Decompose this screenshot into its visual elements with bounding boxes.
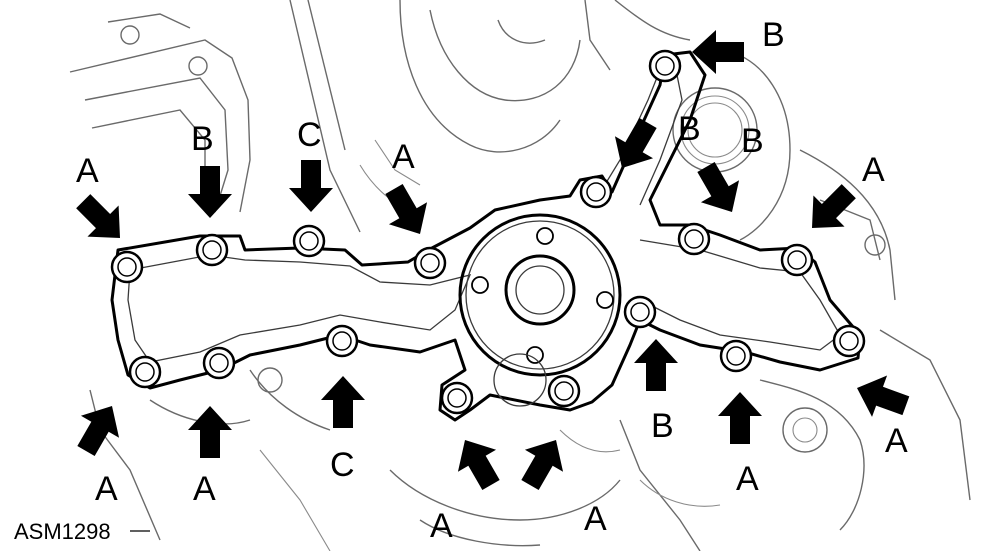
bolt xyxy=(195,233,229,267)
bolt xyxy=(780,243,814,277)
bolt xyxy=(719,339,753,373)
callout-label: A xyxy=(736,460,759,498)
callout-arrow xyxy=(385,183,428,234)
callout-label: B xyxy=(191,120,214,158)
bolt xyxy=(202,346,236,380)
callout-label: C xyxy=(330,446,355,484)
callout-arrow xyxy=(188,406,232,458)
callout-label: B xyxy=(762,16,785,54)
hub-hole xyxy=(471,276,489,294)
callout-arrow xyxy=(634,339,678,391)
callout-arrow xyxy=(77,406,120,457)
callout-arrows xyxy=(76,30,910,491)
engine-background-linework xyxy=(69,0,971,551)
callout-arrow xyxy=(718,392,762,444)
bolt-heads xyxy=(110,49,866,415)
callout-arrow xyxy=(457,440,500,491)
callout-arrow xyxy=(697,161,740,212)
callout-label: A xyxy=(392,138,415,176)
bolt xyxy=(677,222,711,256)
pump-impeller-hub xyxy=(458,213,622,407)
callout-label: A xyxy=(193,470,216,508)
callout-arrow xyxy=(188,166,232,218)
bolt xyxy=(623,295,657,329)
bolt xyxy=(547,374,581,408)
callout-arrow xyxy=(614,117,657,168)
hub-hole xyxy=(536,227,554,245)
hub-hole xyxy=(596,291,614,309)
callout-arrow xyxy=(76,194,120,238)
callout-arrow xyxy=(857,375,910,417)
bolt xyxy=(128,355,162,389)
callout-arrow xyxy=(289,160,333,212)
bolt xyxy=(579,175,613,209)
callout-label: B xyxy=(678,110,701,148)
callout-label: A xyxy=(885,422,908,460)
callout-labels: A B C A B B B A A A C A A B A A xyxy=(76,16,908,545)
bolt xyxy=(110,250,144,284)
callout-label: A xyxy=(584,500,607,538)
callout-label: A xyxy=(95,470,118,508)
callout-arrow xyxy=(521,440,564,491)
callout-label: A xyxy=(76,152,99,190)
bolt xyxy=(325,324,359,358)
bolt xyxy=(292,224,326,258)
figure-id: ASM1298 xyxy=(14,519,111,544)
hub-hole xyxy=(526,346,544,364)
bolt xyxy=(648,49,682,83)
bolt xyxy=(440,381,474,415)
callout-label: B xyxy=(651,407,674,445)
callout-label: A xyxy=(862,151,885,189)
callout-label: B xyxy=(741,122,764,160)
bolt xyxy=(832,324,866,358)
callout-arrow xyxy=(692,30,744,74)
callout-label: A xyxy=(430,507,453,545)
callout-arrow xyxy=(812,184,856,228)
bolt xyxy=(413,246,447,280)
callout-label: C xyxy=(297,116,322,154)
callout-arrow xyxy=(321,376,365,428)
